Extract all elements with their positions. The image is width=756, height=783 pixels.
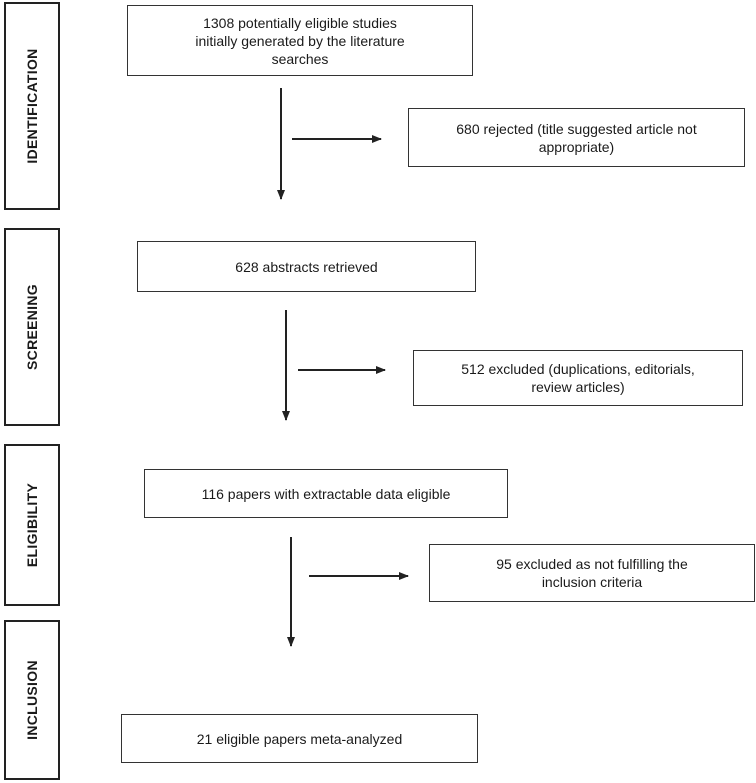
box-abstracts-retrieved: 628 abstracts retrieved — [137, 241, 476, 292]
box-excluded-criteria: 95 excluded as not fulfilling the inclus… — [429, 544, 755, 602]
box-papers-eligible-text: 116 papers with extractable data eligibl… — [201, 485, 451, 502]
box-excluded-duplications-text: 512 excluded (duplications, editorials, … — [461, 361, 695, 395]
stage-identification: IDENTIFICATION — [4, 2, 60, 210]
box-initial-search-text: 1308 potentially eligible studies initia… — [195, 14, 405, 67]
stage-eligibility: ELIGIBILITY — [4, 444, 60, 606]
box-rejected-title: 680 rejected (title suggested article no… — [408, 108, 745, 167]
box-papers-eligible: 116 papers with extractable data eligibl… — [144, 469, 508, 518]
box-initial-search: 1308 potentially eligible studies initia… — [127, 5, 473, 76]
box-final-meta-analyzed-text: 21 eligible papers meta-analyzed — [196, 730, 403, 747]
box-abstracts-retrieved-text: 628 abstracts retrieved — [235, 258, 378, 275]
stage-screening: SCREENING — [4, 228, 60, 426]
box-final-meta-analyzed: 21 eligible papers meta-analyzed — [121, 714, 478, 763]
box-excluded-criteria-text: 95 excluded as not fulfilling the inclus… — [496, 556, 688, 590]
box-excluded-duplications: 512 excluded (duplications, editorials, … — [413, 350, 743, 406]
stage-inclusion: INCLUSION — [4, 620, 60, 780]
box-rejected-title-text: 680 rejected (title suggested article no… — [456, 120, 697, 155]
